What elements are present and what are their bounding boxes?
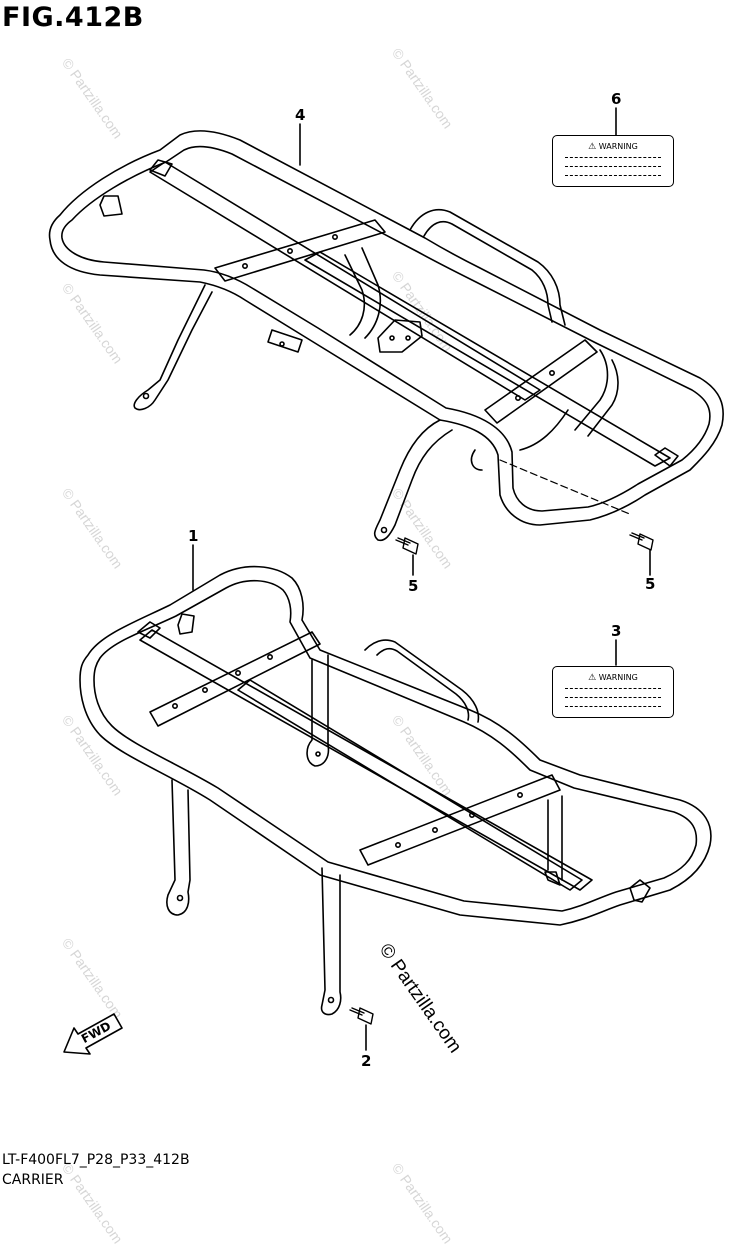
warning-triangle-icon: ⚠ [588,142,597,152]
diagram-code: LT-F400FL7_P28_P33_412B [2,1152,190,1168]
bolt [629,532,654,551]
callout-6: 6 [611,90,622,108]
bolt [349,1007,374,1025]
callout-3: 3 [611,622,622,640]
carrier-diagram [48,107,724,1051]
warning-text: WARNING [598,673,638,682]
bolt [395,537,419,555]
warning-label-3: ⚠ WARNING [552,666,674,718]
diagram-caption: CARRIER [2,1172,64,1188]
callout-5-right: 5 [645,575,656,593]
warning-text: WARNING [598,142,638,151]
fwd-arrow-icon: FWD [63,1013,123,1055]
callout-4: 4 [295,106,306,124]
callout-5-left: 5 [408,577,419,595]
lower-carrier [79,565,712,1016]
callout-1: 1 [188,527,199,545]
figure-title: FIG.412B [2,2,144,33]
warning-triangle-icon: ⚠ [588,673,597,683]
warning-label-6: ⚠ WARNING [552,135,674,187]
callout-2: 2 [361,1052,372,1070]
upper-carrier [48,130,724,542]
